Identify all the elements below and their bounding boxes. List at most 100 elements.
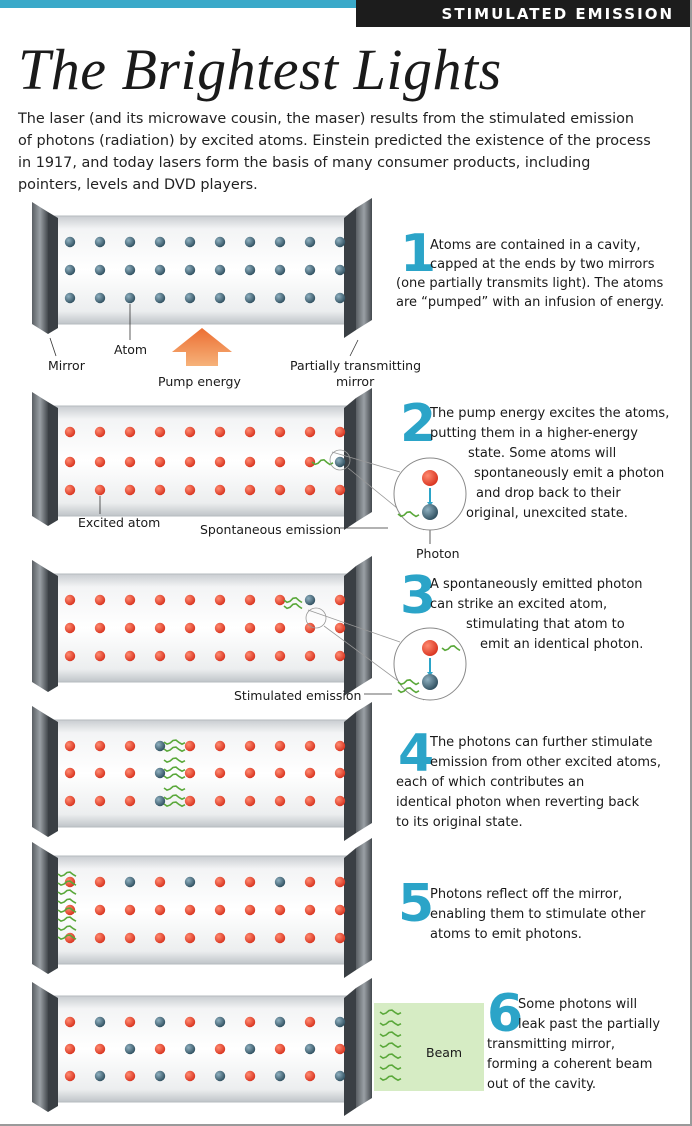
ground-atom (274, 264, 286, 276)
excited-atom (274, 456, 286, 468)
ground-atom (94, 264, 106, 276)
excited-atom (94, 876, 106, 888)
excited-atom (244, 795, 256, 807)
photon-wave (57, 898, 77, 904)
left-mirror (32, 392, 48, 526)
excited-atom (334, 426, 346, 438)
ground-atom (154, 795, 166, 807)
step-1-text: are “pumped” with an infusion of energy. (396, 295, 665, 310)
spontaneous-emission-magnifier (329, 449, 467, 531)
photon-wave (57, 934, 77, 940)
ground-atom (124, 236, 136, 248)
partial-mirror-label: mirror (336, 374, 375, 389)
excited-atom (304, 484, 316, 496)
step-4-text: identical photon when reverting back (396, 795, 640, 810)
excited-atom (422, 640, 438, 656)
ground-atom (304, 292, 316, 304)
excited-atom (64, 795, 76, 807)
left-mirror-edge (48, 992, 58, 1112)
ground-atom (94, 1070, 106, 1082)
photon-wave (57, 916, 77, 922)
excited-atom (214, 876, 226, 888)
step-1-text: Atoms are contained in a cavity, (430, 238, 641, 253)
excited-atom (304, 767, 316, 779)
excited-atom (124, 426, 136, 438)
stimulated-emission-label: Stimulated emission (234, 688, 362, 703)
excited-atom (304, 426, 316, 438)
ground-atom (304, 594, 316, 606)
excited-atom (94, 650, 106, 662)
excited-atom (274, 795, 286, 807)
photon-wave (163, 801, 186, 808)
ground-atom (274, 1070, 286, 1082)
excited-atom (184, 456, 196, 468)
photon-wave (57, 889, 77, 895)
excited-atom (64, 650, 76, 662)
ground-atom (64, 236, 76, 248)
photon-wave (379, 1009, 402, 1016)
ground-atom (334, 292, 346, 304)
step-1-text: (one partially transmits light). The ato… (396, 276, 664, 291)
right-mirror-edge (344, 848, 356, 978)
excited-atom (184, 795, 196, 807)
excited-atom (124, 767, 136, 779)
excited-atom (154, 650, 166, 662)
excited-atom (214, 740, 226, 752)
intro-line: of photons (radiation) by excited atoms.… (18, 133, 651, 149)
ground-atom (214, 292, 226, 304)
step-4-number: 4 (398, 724, 435, 784)
step-4-text: to its original state. (396, 815, 523, 830)
excited-atom (184, 650, 196, 662)
photon-wave (57, 871, 77, 877)
excited-atom (334, 876, 346, 888)
excited-atom (94, 456, 106, 468)
ground-atom (214, 236, 226, 248)
right-mirror-edge (344, 208, 356, 338)
excited-atom (214, 767, 226, 779)
photon-wave (379, 1020, 402, 1027)
ground-atom (154, 1016, 166, 1028)
excited-atom (214, 484, 226, 496)
photon-wave (163, 794, 186, 801)
excited-atom (244, 426, 256, 438)
intro-line: The laser (and its microwave cousin, the… (18, 111, 635, 127)
pump-energy-arrow (172, 328, 232, 366)
excited-atom-label: Excited atom (78, 515, 161, 530)
ground-atom (184, 876, 196, 888)
step-2-text: putting them in a higher-energy (430, 426, 638, 441)
photon-wave (163, 766, 186, 773)
ground-atom (124, 292, 136, 304)
excited-atom (184, 904, 196, 916)
excited-atom (334, 932, 346, 944)
step-4-text: The photons can further stimulate (430, 735, 653, 750)
excited-atom (124, 740, 136, 752)
ground-atom (184, 236, 196, 248)
ground-atom (154, 767, 166, 779)
excited-atom (334, 622, 346, 634)
page-border (0, 1124, 692, 1126)
left-mirror-edge (48, 570, 58, 692)
beam-label: Beam (426, 1045, 463, 1060)
mirror-label: Mirror (48, 358, 85, 373)
excited-atom (124, 456, 136, 468)
step-6-text: forming a coherent beam (487, 1057, 653, 1072)
right-mirror (356, 556, 372, 688)
step-6-text: leak past the partially (518, 1017, 661, 1032)
photon-wave (163, 757, 186, 764)
ground-atom (334, 264, 346, 276)
excited-atom (94, 932, 106, 944)
step-4-text: each of which contributes an (396, 775, 585, 790)
excited-atom (94, 1043, 106, 1055)
excited-atom (184, 1070, 196, 1082)
excited-atom (124, 650, 136, 662)
photon-wave (379, 1075, 402, 1082)
step-6-text: Some photons will (518, 997, 638, 1012)
excited-atom (304, 1070, 316, 1082)
excited-atom (154, 1043, 166, 1055)
atom-label: Atom (114, 342, 148, 357)
step-2-text: The pump energy excites the atoms, (430, 406, 670, 421)
step-6-number: 6 (487, 984, 524, 1044)
spontaneous-emission-label: Spontaneous emission (200, 522, 342, 537)
left-mirror (32, 202, 48, 334)
ground-atom (274, 236, 286, 248)
